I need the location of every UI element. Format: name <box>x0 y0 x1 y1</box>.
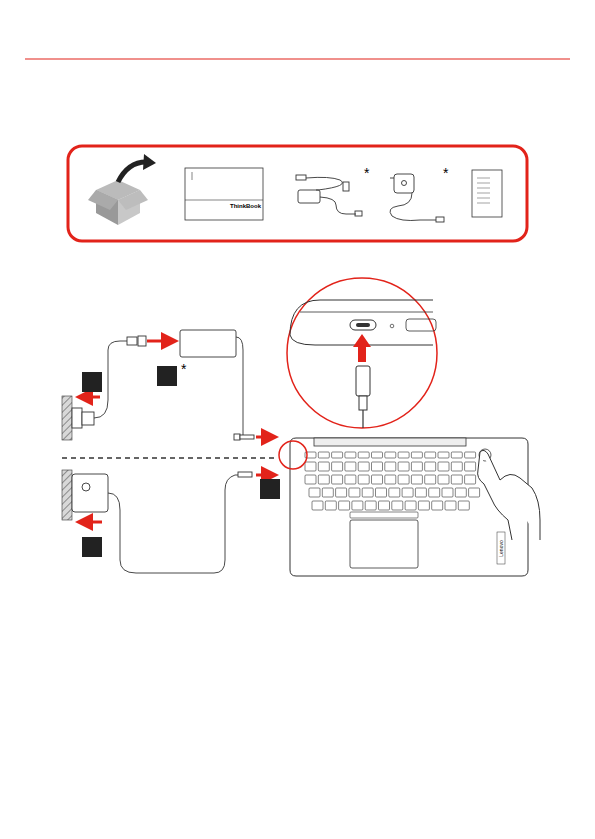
wall-adapter <box>390 174 444 222</box>
brand-logo: ThinkBook <box>230 203 261 209</box>
footnote-asterisk: * <box>443 166 448 180</box>
key <box>438 462 449 471</box>
key <box>438 452 449 458</box>
red-arrow <box>84 521 102 524</box>
key <box>451 452 462 458</box>
divider <box>62 457 275 458</box>
brick-adapter-route <box>72 330 254 440</box>
key <box>349 488 360 497</box>
port-highlight <box>279 441 307 469</box>
key <box>411 452 422 458</box>
key <box>379 501 390 510</box>
box-icon <box>88 154 156 225</box>
key <box>352 501 363 510</box>
key <box>465 452 476 458</box>
key <box>425 462 436 471</box>
key <box>415 488 426 497</box>
key <box>385 475 396 484</box>
key <box>398 475 409 484</box>
key <box>398 462 409 471</box>
key <box>345 475 356 484</box>
zoom-port-view <box>287 278 437 428</box>
key <box>402 488 413 497</box>
key <box>305 462 316 471</box>
key <box>318 475 329 484</box>
key <box>318 462 329 471</box>
red-arrow <box>84 396 100 399</box>
pressing-hand <box>478 450 540 540</box>
key <box>405 501 416 510</box>
key <box>458 501 469 510</box>
key <box>411 462 422 471</box>
closed-laptop <box>185 168 263 220</box>
key <box>432 501 443 510</box>
key <box>305 475 316 484</box>
key <box>336 488 347 497</box>
key <box>372 462 383 471</box>
document-icon <box>472 170 502 217</box>
wall-outlet <box>62 470 72 520</box>
footnote-asterisk: * <box>364 166 369 180</box>
key <box>392 501 403 510</box>
footnote-asterisk: * <box>181 362 186 376</box>
key <box>332 462 343 471</box>
key <box>325 501 336 510</box>
contents-panel <box>68 146 527 241</box>
red-arrow <box>256 474 270 477</box>
key <box>429 488 440 497</box>
wall-outlet <box>62 396 72 440</box>
key <box>455 488 466 497</box>
key <box>312 501 323 510</box>
wall-adapter-route <box>72 472 252 573</box>
key <box>425 452 436 458</box>
key <box>339 501 350 510</box>
key <box>445 501 456 510</box>
key <box>451 462 462 471</box>
key <box>398 452 409 458</box>
red-arrow <box>147 340 170 343</box>
key <box>438 475 449 484</box>
key <box>318 452 329 458</box>
key <box>358 475 369 484</box>
key <box>425 475 436 484</box>
key <box>358 452 369 458</box>
red-arrow <box>256 436 270 439</box>
key <box>332 452 343 458</box>
key <box>451 475 462 484</box>
key <box>418 501 429 510</box>
key <box>385 462 396 471</box>
key <box>345 462 356 471</box>
key <box>365 501 376 510</box>
key <box>465 462 476 471</box>
key <box>358 462 369 471</box>
adapter-with-cord <box>296 175 362 216</box>
brand-logo: Lenovo <box>499 540 504 556</box>
key <box>389 488 400 497</box>
key <box>376 488 387 497</box>
key <box>385 452 396 458</box>
key <box>469 488 480 497</box>
key <box>411 475 422 484</box>
key <box>345 452 356 458</box>
key <box>322 488 333 497</box>
key <box>372 452 383 458</box>
key <box>362 488 373 497</box>
key <box>465 475 476 484</box>
spacebar <box>350 512 418 518</box>
open-laptop <box>290 438 528 576</box>
key <box>309 488 320 497</box>
key <box>332 475 343 484</box>
key <box>442 488 453 497</box>
top-rule <box>25 58 570 59</box>
key <box>372 475 383 484</box>
